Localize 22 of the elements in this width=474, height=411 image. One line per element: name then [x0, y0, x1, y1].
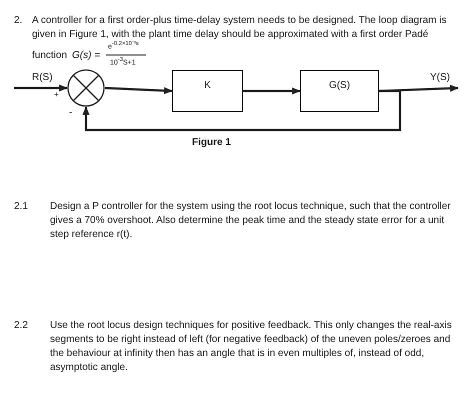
block-box: [300, 70, 379, 112]
figure-caption: Figure 1: [192, 136, 231, 150]
question-number: 2.: [14, 14, 22, 28]
transfer-function: G(s) =: [72, 49, 100, 63]
block-box: [172, 70, 243, 112]
formula-text: function: [32, 49, 68, 63]
question-number: 2.2: [14, 319, 28, 333]
block-label: G(S): [328, 80, 350, 91]
plus-sign: +: [54, 89, 59, 101]
block-label: K: [204, 80, 211, 91]
summing-junction: [67, 69, 105, 107]
signal-arrow: [14, 84, 68, 92]
question-number: 2.1: [14, 200, 28, 214]
signal-label: Y(S): [430, 72, 450, 84]
question-text: Use the root locus design techniques for positive feedback. This only changes the real-axis segments to be right instead of left (for negative feedback) of the uneven poles/zeroes and the behaviour at infinity then has an angle that is in even multiples of, instead of odd, asymptotic angle.: [50, 319, 453, 375]
minus-sign: -: [69, 106, 72, 120]
question-text: Design a P controller for the system using the root locus technique, such that the controller gives a 70% overshoot. Also determine the peak time and the steady state error for a unit step reference r(t).: [50, 200, 452, 242]
signal-arrow: [104, 86, 173, 94]
signal-arrow: [82, 90, 402, 132]
signal-label: R(S): [32, 72, 53, 84]
question-text: A controller for a first order-plus time-delay system needs to be designed. The loop diagram is given in Figure 1, with the plant time delay should be approximated with a first order Padé: [32, 14, 448, 40]
signal-arrow: [243, 87, 301, 95]
